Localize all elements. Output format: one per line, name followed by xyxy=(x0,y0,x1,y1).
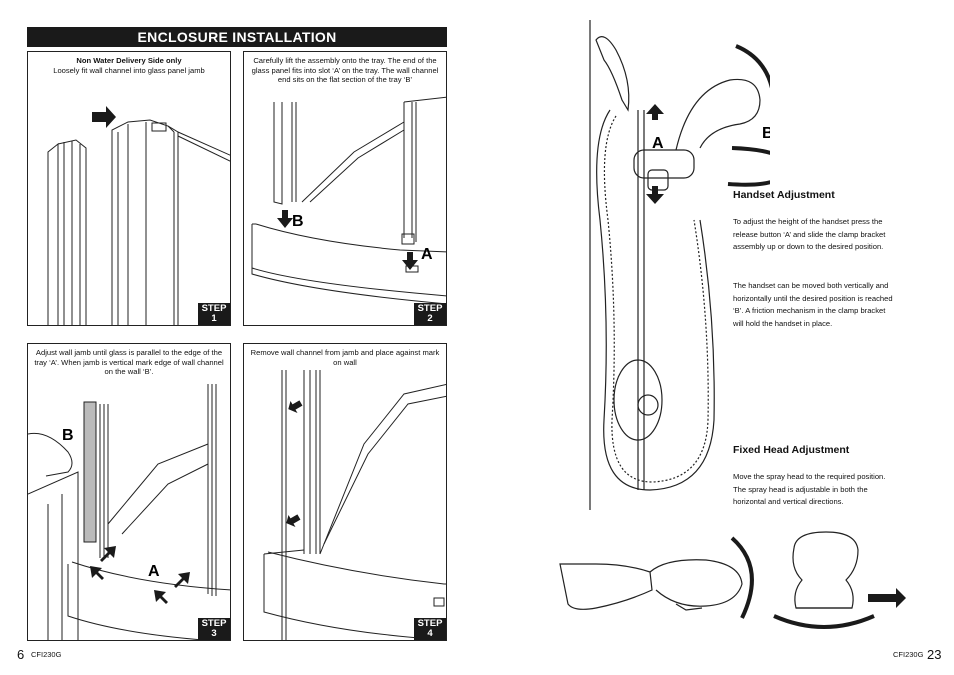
label-b: B xyxy=(292,213,304,230)
arrow-icon xyxy=(90,566,104,580)
curved-arrow-icon xyxy=(727,146,770,187)
arrow-icon xyxy=(174,572,190,588)
arrow-down-icon xyxy=(277,210,293,228)
step-4-caption: Remove wall channel from jamb and place … xyxy=(250,348,440,367)
right-page-number: 23 xyxy=(927,647,942,662)
arrow-left-icon xyxy=(288,400,303,414)
label-b: B xyxy=(762,125,770,142)
step-1-panel: Non Water Delivery Side only Loosely fit… xyxy=(27,51,231,326)
step-3-panel: Adjust wall jamb until glass is parallel… xyxy=(27,343,231,641)
section-title: ENCLOSURE INSTALLATION xyxy=(27,27,447,47)
step-2-caption: Carefully lift the assembly onto the tra… xyxy=(251,56,439,84)
handset-paragraph-2: The handset can be moved both vertically… xyxy=(733,281,893,329)
arrow-right-icon xyxy=(868,588,906,608)
step-1-illustration xyxy=(47,106,230,325)
arrow-left-icon xyxy=(286,514,301,528)
step-2-illustration: B A xyxy=(251,96,446,305)
curved-arrow-icon xyxy=(773,614,875,629)
label-a: A xyxy=(652,135,664,152)
arrow-up-icon xyxy=(646,104,664,120)
label-a: A xyxy=(421,246,433,263)
step-1-caption-text: Loosely fit wall channel into glass pane… xyxy=(53,65,205,75)
handset-heading: Handset Adjustment xyxy=(733,189,835,201)
left-page-number: 6 xyxy=(17,647,25,662)
label-b: B xyxy=(62,427,74,444)
left-page-code: CFI230G xyxy=(31,650,62,659)
arrow-right-icon xyxy=(92,106,116,128)
arrow-down-icon xyxy=(646,186,664,204)
right-page-code: CFI230G xyxy=(893,650,924,659)
fixed-head-heading: Fixed Head Adjustment xyxy=(733,444,850,456)
step-1-caption-bold: Non Water Delivery Side only xyxy=(76,56,182,65)
fixed-head-illustration xyxy=(559,531,906,629)
arrow-icon xyxy=(154,590,168,604)
label-a: A xyxy=(148,563,160,580)
step-2-panel: Carefully lift the assembly onto the tra… xyxy=(243,51,447,326)
step-4-panel: Remove wall channel from jamb and place … xyxy=(243,343,447,641)
curved-arrow-icon xyxy=(730,536,754,619)
handset-paragraph-1: To adjust the height of the handset pres… xyxy=(733,217,886,252)
step-3-caption: Adjust wall jamb until glass is parallel… xyxy=(34,348,224,376)
step-4-illustration xyxy=(263,370,446,640)
step-3-illustration: B A xyxy=(28,384,230,640)
arrow-icon xyxy=(100,546,116,562)
arrow-down-icon xyxy=(402,252,418,270)
fixed-head-paragraph: Move the spray head to the required posi… xyxy=(733,472,886,507)
step-1-caption: Non Water Delivery Side only Loosely fit… xyxy=(32,56,226,75)
curved-arrow-icon xyxy=(735,44,770,89)
shower-rail-illustration: A B xyxy=(589,20,770,510)
